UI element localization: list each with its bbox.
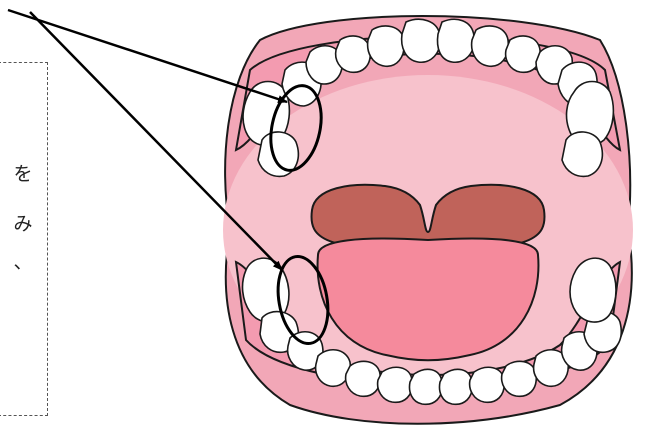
arrow-upper xyxy=(8,10,287,102)
